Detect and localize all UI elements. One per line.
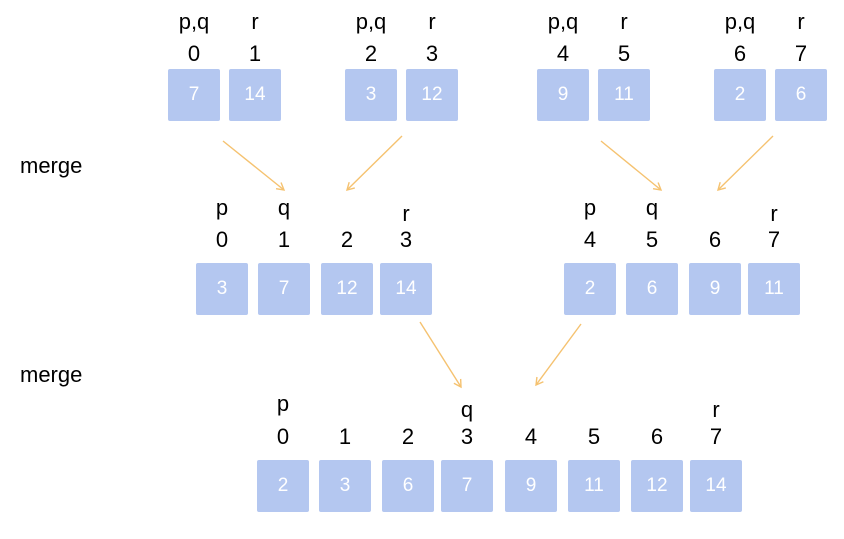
array-cell: 9 [537, 69, 589, 121]
index-label: 6 [733, 41, 747, 66]
index-label: 1 [248, 41, 262, 66]
array-cell: 7 [168, 69, 220, 121]
array-cell: 11 [598, 69, 650, 121]
array-cell: 12 [406, 69, 458, 121]
pointer-label: r [251, 9, 259, 34]
array-cell: 11 [748, 263, 800, 315]
array-cell: 2 [714, 69, 766, 121]
array-cell: 6 [382, 460, 434, 512]
index-label: 7 [767, 227, 781, 252]
index-label: 4 [524, 424, 538, 449]
array-cell: 3 [196, 263, 248, 315]
merge-label-1: merge [20, 153, 83, 178]
array-cell: 9 [689, 263, 741, 315]
index-label: 2 [340, 227, 354, 252]
array-cell: 14 [380, 263, 432, 315]
array-cell: 11 [568, 460, 620, 512]
index-label: 5 [617, 41, 631, 66]
array-cell: 9 [505, 460, 557, 512]
pointer-label: r [770, 201, 778, 226]
index-label: 5 [645, 227, 659, 252]
merge-label-2: merge [20, 362, 83, 387]
merge-arrow [419, 321, 462, 389]
index-label: 5 [587, 424, 601, 449]
index-label: 4 [556, 41, 570, 66]
array-cell: 3 [345, 69, 397, 121]
array-cell: 12 [321, 263, 373, 315]
array-cell: 12 [631, 460, 683, 512]
pointer-label: p [583, 195, 597, 220]
pointer-label: r [620, 9, 628, 34]
pointer-label: p,q [178, 9, 210, 34]
index-label: 1 [338, 424, 352, 449]
pointer-label: q [645, 195, 659, 220]
array-cell: 7 [258, 263, 310, 315]
pointer-label: q [277, 195, 291, 220]
index-label: 3 [425, 41, 439, 66]
array-cell: 14 [229, 69, 281, 121]
pointer-label: r [797, 9, 805, 34]
array-cell: 6 [626, 263, 678, 315]
array-cell: 7 [441, 460, 493, 512]
index-label: 4 [583, 227, 597, 252]
index-label: 1 [277, 227, 291, 252]
merge-arrow [222, 140, 286, 191]
array-cell: 14 [690, 460, 742, 512]
pointer-label: p [215, 195, 229, 220]
index-label: 6 [708, 227, 722, 252]
merge-arrow [600, 140, 663, 191]
pointer-label: r [712, 397, 720, 422]
index-label: 3 [460, 424, 474, 449]
pointer-label: q [460, 397, 474, 422]
array-cell: 2 [564, 263, 616, 315]
index-label: 0 [187, 41, 201, 66]
pointer-label: p [276, 391, 290, 416]
array-cell: 3 [319, 460, 371, 512]
pointer-label: r [402, 201, 410, 226]
pointer-label: r [428, 9, 436, 34]
index-label: 6 [650, 424, 664, 449]
index-label: 0 [215, 227, 229, 252]
index-label: 7 [794, 41, 808, 66]
pointer-label: p,q [547, 9, 579, 34]
merge-arrow [716, 135, 774, 191]
index-label: 7 [709, 424, 723, 449]
array-cell: 2 [257, 460, 309, 512]
index-label: 2 [364, 41, 378, 66]
merge-arrow [345, 135, 403, 191]
index-label: 3 [399, 227, 413, 252]
array-cell: 6 [775, 69, 827, 121]
merge-arrow [535, 323, 582, 387]
pointer-label: p,q [724, 9, 756, 34]
index-label: 2 [401, 424, 415, 449]
index-label: 0 [276, 424, 290, 449]
pointer-label: p,q [355, 9, 387, 34]
